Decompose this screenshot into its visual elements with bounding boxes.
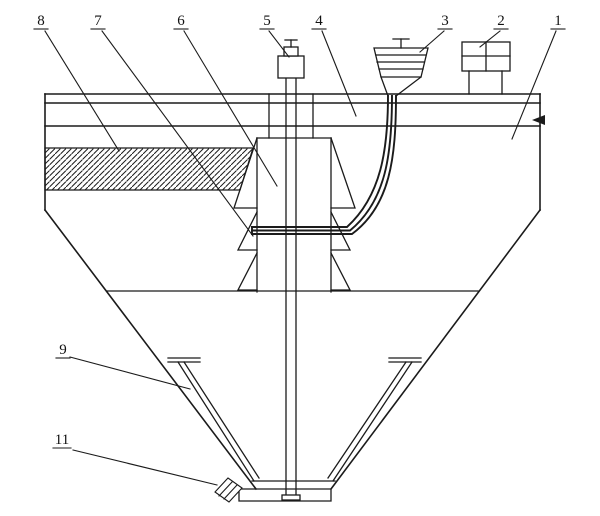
deflector-low-right — [330, 252, 352, 291]
leader-line-1 — [511, 30, 557, 140]
leader-line-8 — [44, 30, 120, 152]
callout-label-3: 3 — [441, 13, 449, 29]
tank-body — [43, 93, 542, 502]
shaft-bottom-foot — [281, 494, 301, 501]
callout-6: 6 — [173, 13, 278, 187]
callout-1: 1 — [511, 13, 566, 140]
callout-label-2: 2 — [497, 13, 505, 29]
callout-9: 9 — [55, 342, 191, 390]
hatched-plate-outline — [44, 147, 254, 191]
central-shaft — [277, 39, 305, 501]
leader-line-7 — [101, 30, 254, 237]
tank-cone-left-wall — [43, 208, 258, 491]
shaft-top-collar — [283, 46, 299, 57]
inner-cone-left-wall-outer — [177, 361, 255, 482]
hatched-plate — [44, 147, 254, 191]
inner-cone-left-wall-inner — [183, 361, 260, 479]
callouts: 1 2 3 4 5 — [33, 13, 566, 486]
leader-line-3 — [419, 30, 445, 53]
callout-label-9: 9 — [59, 342, 67, 358]
callout-label-8: 8 — [37, 13, 45, 29]
callout-7: 7 — [90, 13, 254, 237]
callout-label-7: 7 — [94, 13, 102, 29]
discharge-valve-hatch-2 — [223, 484, 238, 500]
callout-5: 5 — [259, 13, 290, 58]
feed-pipe-inner-edge — [251, 95, 389, 228]
callout-label-6: 6 — [177, 13, 185, 29]
feed-pipe-centerline — [251, 95, 393, 232]
discharge-valve-hatch-1 — [218, 481, 233, 497]
level-arrow-icon — [532, 115, 545, 125]
leader-line-9 — [69, 356, 191, 390]
inner-cone — [167, 357, 422, 482]
leader-line-11 — [72, 449, 218, 486]
leader-line-4 — [321, 30, 357, 117]
callout-3: 3 — [419, 13, 453, 53]
inner-cone-right-wall-outer — [332, 361, 413, 482]
funnel-skirt-right — [330, 137, 356, 209]
leader-line-6 — [183, 30, 278, 187]
drive-neck-right — [395, 76, 422, 97]
callout-label-5: 5 — [263, 13, 271, 29]
bottom-discharge-flange — [238, 488, 332, 502]
callout-label-4: 4 — [315, 13, 323, 29]
inner-cone-right-wall-inner — [327, 361, 407, 479]
control-box — [461, 41, 511, 95]
callout-4: 4 — [311, 13, 357, 117]
drive-stack — [373, 38, 429, 97]
feed-pipe-outer-edge — [251, 95, 397, 235]
funnel-skirt-left — [233, 137, 258, 209]
feedwell-assembly — [233, 93, 356, 293]
callout-label-1: 1 — [554, 13, 562, 29]
deflector-mid-left — [236, 211, 258, 251]
callout-label-11: 11 — [55, 432, 69, 448]
tank-cone-right-wall — [329, 208, 542, 491]
callout-2: 2 — [479, 13, 509, 48]
callout-11: 11 — [52, 432, 218, 486]
callout-8: 8 — [33, 13, 120, 152]
drive-neck-left — [380, 76, 389, 97]
discharge-valve — [214, 477, 243, 503]
feed-pipe — [251, 95, 397, 235]
leader-line-5 — [268, 30, 290, 58]
discharge-valve-body — [214, 477, 243, 503]
shaft-top-bearing — [277, 55, 305, 79]
leader-line-2 — [479, 30, 501, 48]
deflector-low-left — [236, 252, 258, 291]
deflector-mid-right — [330, 211, 352, 251]
